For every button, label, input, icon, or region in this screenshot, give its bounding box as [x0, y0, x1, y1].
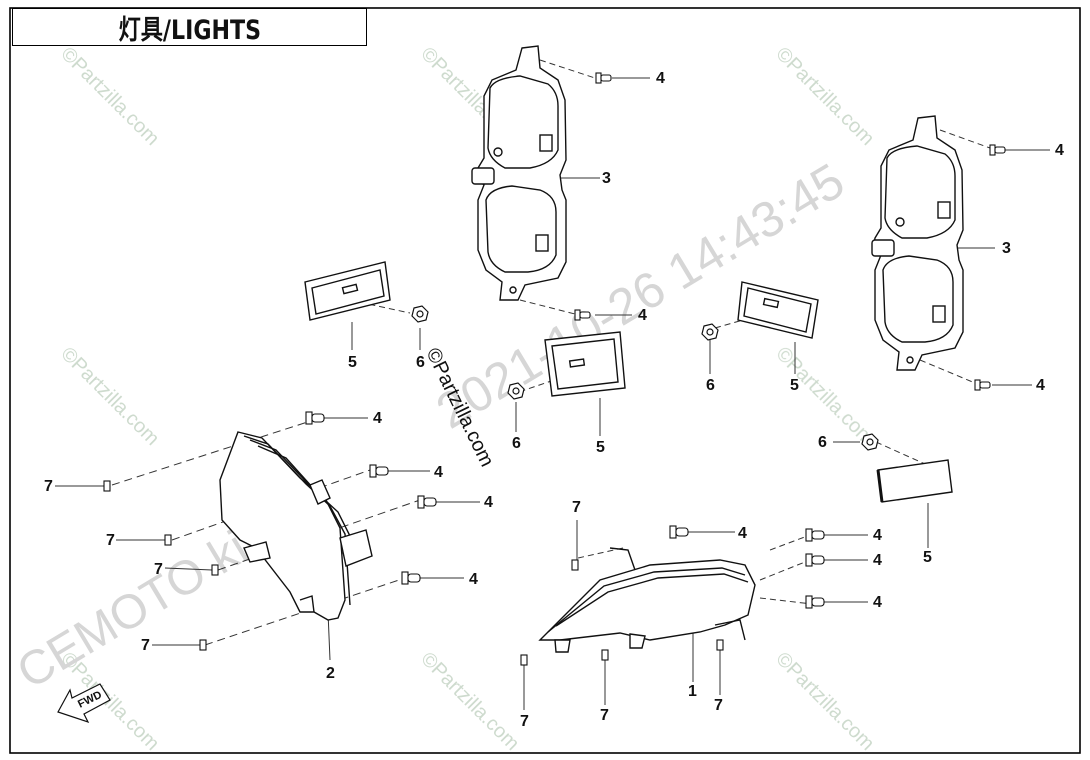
watermark-text: ©Partzilla.com: [771, 648, 878, 755]
reflector-upper-left: [304, 261, 391, 321]
watermark-text: ©Partzilla.com: [56, 343, 163, 450]
callout-c-4-i: 4: [738, 525, 747, 542]
reflector-right: [737, 281, 819, 339]
callout-c-3-a: 3: [602, 170, 611, 187]
screw-group: [305, 72, 1006, 609]
callout-c-6-b: 6: [512, 435, 521, 452]
callout-c-6-d: 6: [818, 434, 827, 451]
headlight-front: [538, 547, 756, 653]
callout-c-4-b: 4: [638, 307, 647, 324]
callout-c-4-e: 4: [373, 410, 382, 427]
callout-c-7-a: 7: [44, 478, 53, 495]
callout-c-7-e: 7: [572, 499, 581, 516]
callout-c-4-j: 4: [873, 527, 882, 544]
diagram-title-box: 灯具/LIGHTS: [12, 8, 367, 46]
diagram-title: 灯具/LIGHTS: [118, 14, 261, 46]
reflector-middle: [544, 331, 626, 397]
tail-light-right: [871, 115, 964, 371]
callout-c-4-g: 4: [484, 494, 493, 511]
headlight-left: [219, 431, 373, 621]
callout-c-6-c: 6: [706, 377, 715, 394]
callout-c-1: 1: [688, 683, 697, 700]
callout-c-4-k: 4: [873, 552, 882, 569]
callout-c-3-b: 3: [1002, 240, 1011, 257]
callout-c-7-f: 7: [520, 713, 529, 730]
watermark-text: ©Partzilla.com: [56, 43, 163, 150]
callout-c-4-l: 4: [873, 594, 882, 611]
reflector-lower-right: [876, 459, 953, 503]
nut-group: [411, 305, 879, 451]
watermark-text: ©Partzilla.com: [771, 43, 878, 150]
callout-c-4-d: 4: [1036, 377, 1045, 394]
watermark-text: ©Partzilla.com: [416, 648, 523, 755]
callout-c-7-c: 7: [154, 561, 163, 578]
callout-c-7-d: 7: [141, 637, 150, 654]
callout-c-4-h: 4: [469, 571, 478, 588]
callout-c-4-a: 4: [656, 70, 665, 87]
callout-c-5-c: 5: [790, 377, 799, 394]
callout-c-6-a: 6: [416, 354, 425, 371]
callout-c-7-g: 7: [600, 707, 609, 724]
fwd-arrow-icon: FWD: [57, 683, 111, 724]
callout-c-4-c: 4: [1055, 142, 1064, 159]
callout-c-7-h: 7: [714, 697, 723, 714]
callout-c-2: 2: [326, 665, 335, 682]
callout-c-5-a: 5: [348, 354, 357, 371]
callout-c-7-b: 7: [106, 532, 115, 549]
callout-c-5-d: 5: [923, 549, 932, 566]
callout-c-4-f: 4: [434, 464, 443, 481]
callout-c-5-b: 5: [596, 439, 605, 456]
diagram-border: [9, 7, 1081, 754]
clip-group: [103, 480, 724, 666]
tail-light-left: [471, 45, 567, 301]
